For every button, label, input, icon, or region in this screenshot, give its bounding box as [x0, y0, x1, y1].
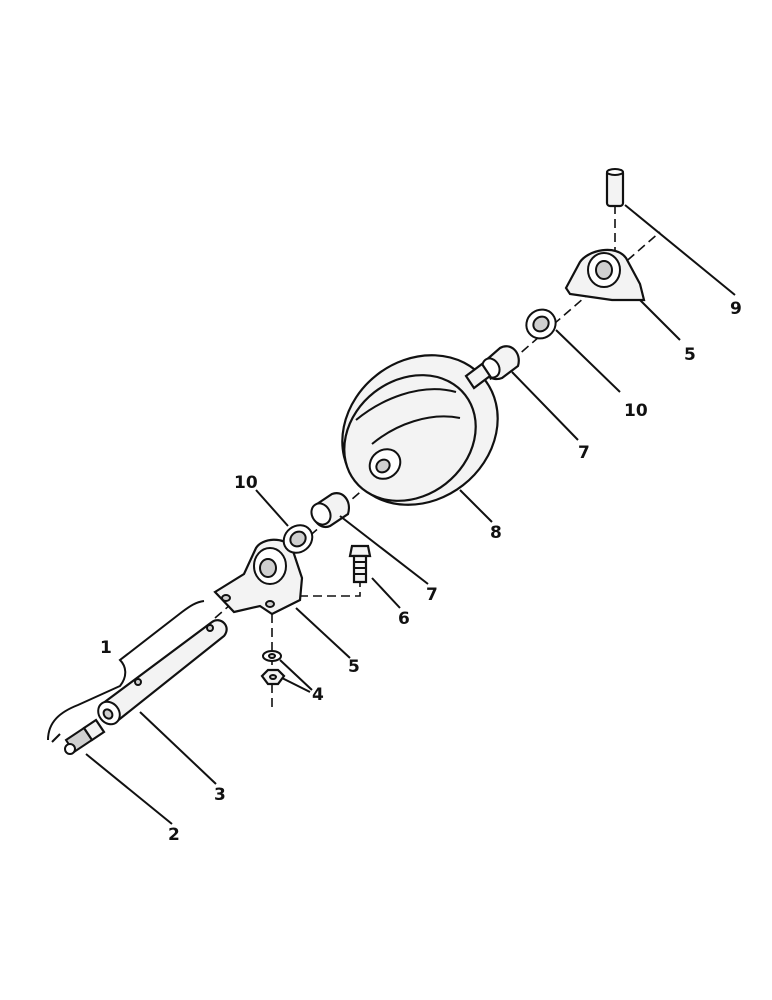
part-5-pillow-block-upper [564, 248, 646, 302]
callout-7-upper: 7 [578, 443, 590, 463]
part-5-pillow-block-lower [213, 538, 304, 616]
callout-1: 1 [100, 638, 112, 658]
part-7-bushing-lower [310, 492, 350, 529]
callout-5-lower: 5 [348, 657, 360, 677]
leader-10-upper [555, 329, 621, 393]
callout-7-lower: 7 [426, 585, 438, 605]
leader-2 [85, 753, 173, 825]
part-2-grease-fitting [64, 718, 106, 755]
leader-5-upper [639, 299, 681, 341]
part-9-pin [605, 168, 625, 208]
leader-5-lower [295, 607, 351, 659]
callout-10-upper: 10 [624, 401, 648, 421]
leader-7-lower [339, 515, 429, 585]
part-3-shaft [97, 619, 228, 726]
callout-2: 2 [168, 825, 180, 845]
callout-3: 3 [214, 785, 226, 805]
callout-4: 4 [312, 685, 324, 705]
leader-7-upper [511, 371, 579, 441]
leader-6 [371, 577, 401, 609]
leader-9 [624, 204, 736, 296]
leader-8 [459, 489, 493, 523]
bolt-centerline-horizontal [285, 578, 361, 597]
part-8-roller-drum [341, 354, 499, 506]
part-10-washer-upper [525, 308, 557, 340]
callout-10-lower: 10 [234, 473, 258, 493]
callout-9: 9 [730, 299, 742, 319]
callout-6: 6 [398, 609, 410, 629]
leader-3 [139, 711, 217, 785]
leader-10-lower [255, 489, 289, 527]
part-1-wire-clip [47, 600, 205, 743]
leader-4 [279, 659, 313, 693]
part-10-washer-lower [282, 524, 314, 554]
part-6-bolt [348, 544, 372, 584]
callout-5-upper: 5 [684, 345, 696, 365]
callout-8: 8 [490, 523, 502, 543]
part-4-nut-and-washer [260, 650, 286, 686]
